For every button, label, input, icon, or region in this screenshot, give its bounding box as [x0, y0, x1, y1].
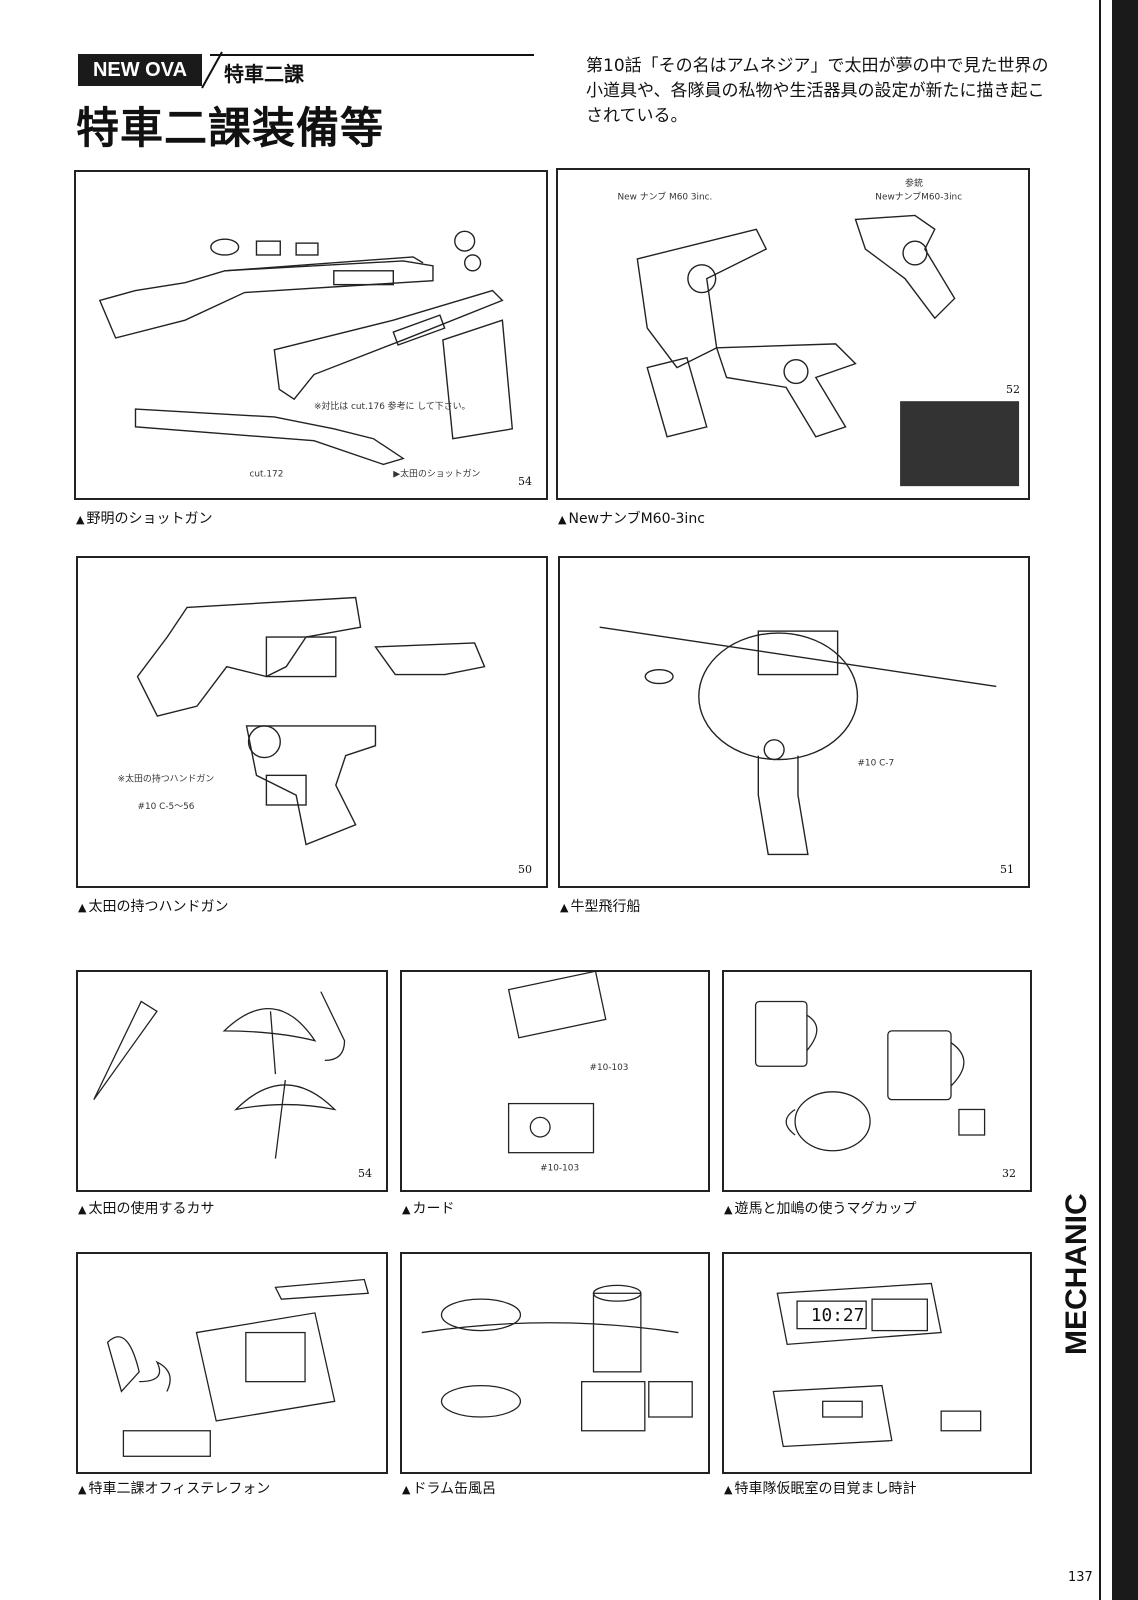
- panel-handgun: ※太田の持つハンドガン #10 C-5～56 50: [76, 556, 548, 888]
- panel-shotgun: ※対比は cut.176 参考に して下さい。 cut.172 ▶太田のショット…: [74, 170, 548, 500]
- telephone-illustration: [106, 1278, 370, 1457]
- cow-airship-illustration: #10 C-7: [599, 626, 997, 856]
- caption-handgun: ▲太田の持つハンドガン: [78, 899, 229, 915]
- caption-mug: ▲遊馬と加嶋の使うマグカップ: [724, 1201, 917, 1217]
- sidebar-bar: [1112, 0, 1138, 1600]
- panel-airship-number: 51: [1000, 863, 1014, 876]
- panel-nambu: New ナンブ M60 3inc. 参銃 NewナンブM60-3inc 52: [556, 168, 1030, 500]
- drum-bath-illustration: [421, 1284, 693, 1432]
- caption-drum-bath-text: ドラム缶風呂: [412, 1481, 497, 1497]
- caption-umbrella: ▲太田の使用するカサ: [78, 1201, 215, 1217]
- panel-nambu-note-3: NewナンブM60-3inc: [875, 191, 962, 203]
- header-rule: [210, 54, 534, 56]
- panel-umbrella-number: 54: [358, 1167, 372, 1180]
- panel-nambu-note-2: 参銃: [905, 177, 923, 189]
- panel-nambu-note-1: New ナンブ M60 3inc.: [617, 191, 712, 203]
- caption-alarm-clock: ▲特車隊仮眠室の目覚まし時計: [724, 1481, 917, 1497]
- panel-card-note-1: #10-103: [590, 1063, 629, 1073]
- caption-airship: ▲牛型飛行船: [560, 899, 641, 915]
- panel-shotgun-note-1: ※対比は cut.176 参考に して下さい。: [314, 400, 470, 412]
- umbrella-illustration: [93, 991, 346, 1159]
- alarm-clock-illustration: 10:27: [772, 1282, 982, 1448]
- sidebar-rule: [1099, 0, 1101, 1600]
- panel-airship: #10 C-7 51: [558, 556, 1030, 888]
- panel-shotgun-note-3: ▶太田のショットガン: [393, 467, 480, 479]
- panel-telephone: [76, 1252, 388, 1474]
- panel-handgun-number: 50: [518, 863, 532, 876]
- panel-handgun-note-1: ※太田の持つハンドガン: [118, 772, 215, 784]
- panel-shotgun-note-2: cut.172: [250, 469, 284, 479]
- panel-airship-note-1: #10 C-7: [857, 758, 894, 768]
- caption-umbrella-text: 太田の使用するカサ: [88, 1201, 215, 1217]
- header-slash-divider: [201, 51, 223, 89]
- caption-drum-bath: ▲ドラム缶風呂: [402, 1481, 497, 1497]
- caption-nambu-text: NewナンブM60-3inc: [568, 511, 705, 527]
- panel-umbrella: 54: [76, 970, 388, 1192]
- caption-telephone-text: 特車二課オフィステレフォン: [88, 1481, 271, 1497]
- intro-text: 第10話「その名はアムネジア」で太田が夢の中で見た世界の小道具や、各隊員の私物や…: [586, 56, 1049, 126]
- panel-handgun-note-2: #10 C-5～56: [137, 802, 194, 812]
- caption-airship-text: 牛型飛行船: [570, 899, 641, 915]
- panel-alarm-clock: 10:27: [722, 1252, 1032, 1474]
- page-title: 特車二課装備等: [76, 104, 384, 154]
- panel-drum-bath: [400, 1252, 710, 1474]
- alarm-clock-time: 10:27: [811, 1306, 864, 1326]
- mug-illustration: [754, 1000, 986, 1152]
- panel-mug: 32: [722, 970, 1032, 1192]
- section-label: MECHANIC: [1060, 1193, 1093, 1355]
- panel-mug-number: 32: [1002, 1167, 1016, 1180]
- panel-card: #10-103 #10-103: [400, 970, 710, 1192]
- caption-mug-text: 遊馬と加嶋の使うマグカップ: [734, 1201, 917, 1217]
- header-badge: NEW OVA: [78, 54, 202, 86]
- header-subtitle: 特車二課: [224, 62, 304, 86]
- card-illustration: #10-103 #10-103: [507, 972, 629, 1173]
- panel-shotgun-number: 54: [518, 475, 532, 488]
- handgun-illustration: ※太田の持つハンドガン #10 C-5～56: [118, 596, 486, 846]
- caption-shotgun: ▲野明のショットガン: [76, 511, 213, 527]
- panel-card-note-2: #10-103: [540, 1163, 579, 1173]
- caption-telephone: ▲特車二課オフィステレフォン: [78, 1481, 271, 1497]
- caption-handgun-text: 太田の持つハンドガン: [88, 899, 229, 915]
- caption-card: ▲カード: [402, 1201, 455, 1217]
- caption-alarm-clock-text: 特車隊仮眠室の目覚まし時計: [734, 1481, 917, 1497]
- nambu-revolver-illustration: New ナンブ M60 3inc. 参銃 NewナンブM60-3inc: [617, 177, 1020, 487]
- panel-nambu-number: 52: [1006, 383, 1020, 396]
- caption-nambu: ▲NewナンブM60-3inc: [558, 511, 705, 527]
- page-number: 137: [1068, 1570, 1093, 1585]
- caption-shotgun-text: 野明のショットガン: [86, 511, 213, 527]
- shotgun-illustration: ※対比は cut.176 参考に して下さい。 cut.172 ▶太田のショット…: [98, 230, 514, 479]
- caption-card-text: カード: [412, 1201, 455, 1217]
